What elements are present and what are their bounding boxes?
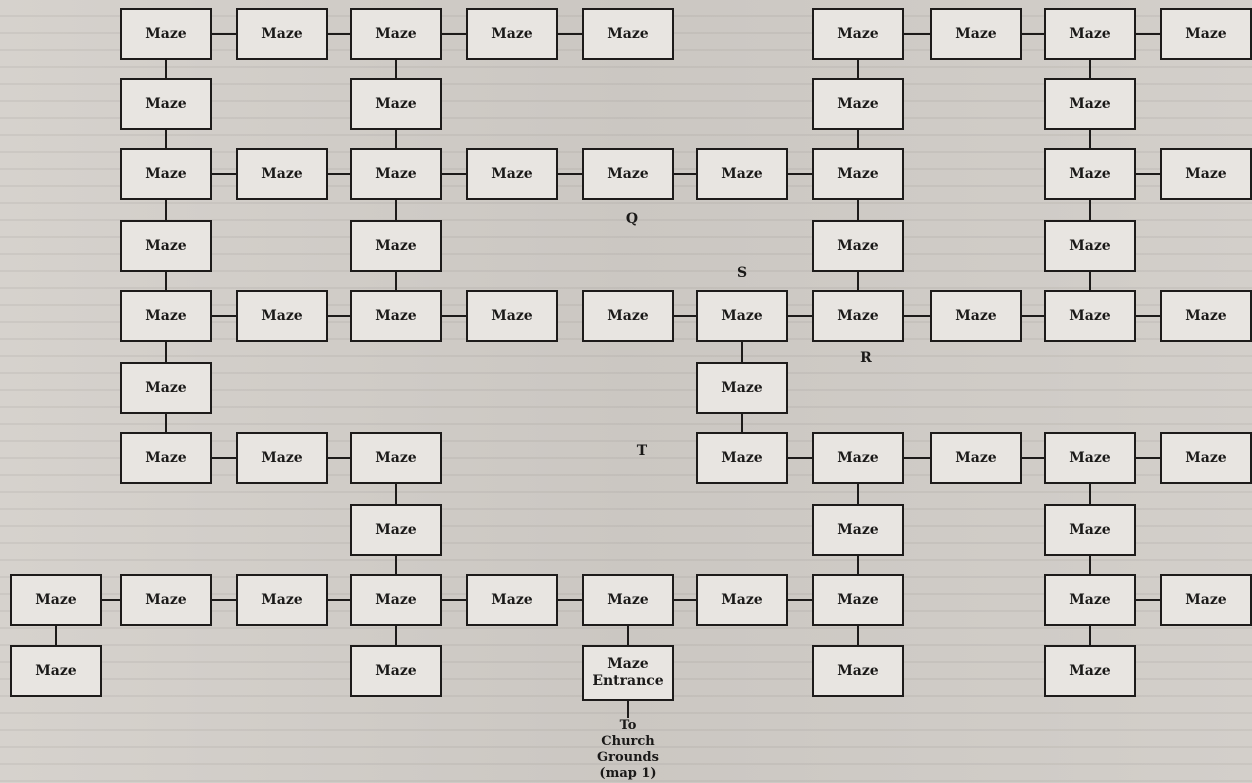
- marker-q: Q: [625, 211, 639, 227]
- maze-room: Maze: [812, 148, 904, 200]
- maze-room: Maze: [812, 645, 904, 697]
- maze-room: Maze: [1160, 432, 1252, 484]
- maze-room: Maze: [1160, 574, 1252, 626]
- maze-room: Maze: [350, 8, 442, 60]
- marker-t: T: [636, 443, 648, 459]
- marker-s: S: [736, 265, 748, 281]
- maze-room: Maze: [236, 432, 328, 484]
- maze-room: Maze: [120, 8, 212, 60]
- maze-room: Maze: [696, 362, 788, 414]
- maze-room: Maze: [120, 78, 212, 130]
- maze-room: Maze: [350, 574, 442, 626]
- maze-room: Maze: [1044, 432, 1136, 484]
- maze-room: Maze: [1044, 220, 1136, 272]
- maze-room: Maze: [582, 290, 674, 342]
- maze-room: Maze: [1160, 148, 1252, 200]
- maze-room: Maze: [1044, 504, 1136, 556]
- maze-room: Maze: [236, 8, 328, 60]
- maze-room: Maze: [466, 290, 558, 342]
- maze-room: Maze: [466, 8, 558, 60]
- maze-room: Maze: [120, 574, 212, 626]
- maze-room: Maze: [350, 78, 442, 130]
- maze-room: Maze: [1044, 148, 1136, 200]
- maze-room: Maze: [696, 148, 788, 200]
- maze-room: Maze: [930, 8, 1022, 60]
- maze-room: Maze: [930, 290, 1022, 342]
- maze-room: Maze: [1160, 8, 1252, 60]
- maze-room: Maze: [236, 148, 328, 200]
- maze-room: Maze: [812, 574, 904, 626]
- maze-room: Maze: [120, 432, 212, 484]
- maze-room: Maze: [120, 220, 212, 272]
- maze-room: Maze: [812, 290, 904, 342]
- maze-entrance-room: Maze Entrance: [582, 645, 674, 701]
- maze-room: Maze: [466, 148, 558, 200]
- maze-room: Maze: [1044, 290, 1136, 342]
- maze-room: Maze: [236, 574, 328, 626]
- marker-r: R: [860, 350, 872, 366]
- maze-room: Maze: [812, 220, 904, 272]
- maze-room: Maze: [1044, 78, 1136, 130]
- maze-room: Maze: [350, 290, 442, 342]
- maze-room: Maze: [582, 8, 674, 60]
- maze-room: Maze: [10, 574, 102, 626]
- maze-room: Maze: [350, 148, 442, 200]
- maze-room: Maze: [696, 574, 788, 626]
- maze-room: Maze: [120, 290, 212, 342]
- maze-room: Maze: [812, 504, 904, 556]
- maze-room: Maze: [582, 148, 674, 200]
- maze-room: Maze: [812, 432, 904, 484]
- maze-room: Maze: [350, 432, 442, 484]
- maze-room: Maze: [696, 290, 788, 342]
- maze-room: Maze: [236, 290, 328, 342]
- exit-label: To Church Grounds (map 1): [597, 718, 659, 781]
- maze-room: Maze: [1044, 645, 1136, 697]
- maze-room: Maze: [120, 362, 212, 414]
- maze-room: Maze: [466, 574, 558, 626]
- maze-room: Maze: [350, 645, 442, 697]
- maze-room: Maze: [1044, 574, 1136, 626]
- maze-room: Maze: [120, 148, 212, 200]
- maze-room: Maze: [582, 574, 674, 626]
- maze-room: Maze: [10, 645, 102, 697]
- maze-room: Maze: [350, 220, 442, 272]
- maze-room: Maze: [1160, 290, 1252, 342]
- maze-room: Maze: [812, 8, 904, 60]
- maze-room: Maze: [696, 432, 788, 484]
- maze-room: Maze: [930, 432, 1022, 484]
- maze-room: Maze: [350, 504, 442, 556]
- maze-room: Maze: [812, 78, 904, 130]
- maze-room: Maze: [1044, 8, 1136, 60]
